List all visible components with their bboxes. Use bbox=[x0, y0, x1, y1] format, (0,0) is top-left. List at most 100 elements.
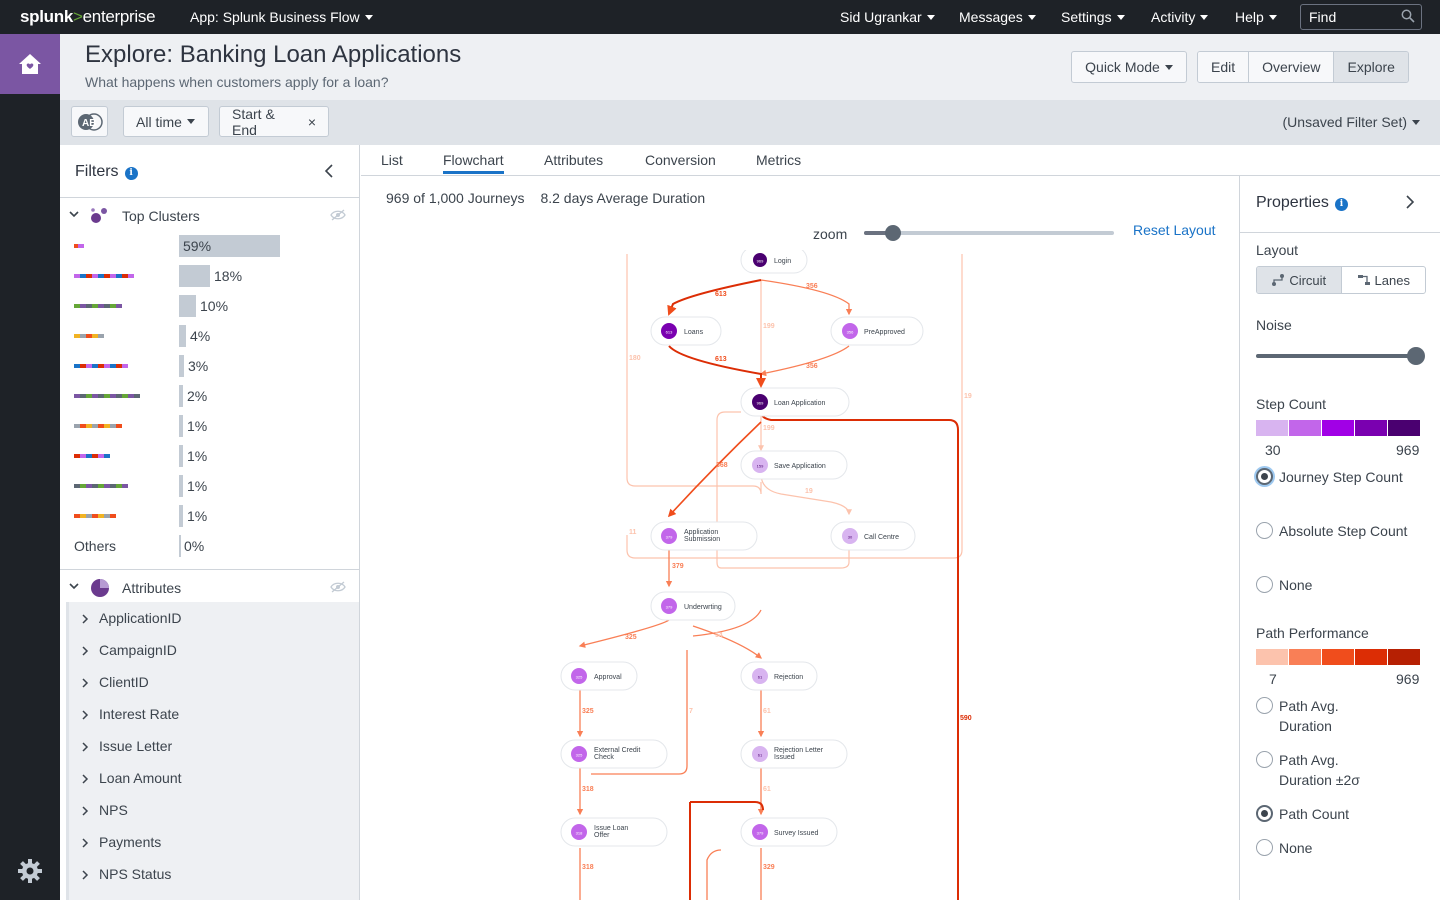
home-button[interactable] bbox=[0, 34, 60, 94]
cluster-row[interactable]: 59% bbox=[60, 231, 359, 261]
radio-path-avg-duration-2sigma[interactable]: Path Avg. Duration ±2σ bbox=[1256, 750, 1374, 790]
step-count-scale bbox=[1256, 420, 1421, 436]
flow-node-rejection[interactable]: 61 Rejection bbox=[740, 661, 818, 691]
time-range-button[interactable]: All time bbox=[123, 106, 209, 137]
tab-list[interactable]: List bbox=[381, 152, 403, 168]
top-clusters-header[interactable]: Top Clusters bbox=[60, 197, 359, 231]
gear-icon[interactable] bbox=[17, 858, 43, 884]
tab-attributes[interactable]: Attributes bbox=[544, 152, 604, 168]
find-input[interactable]: Find bbox=[1300, 4, 1422, 30]
radio-path-avg-duration[interactable]: Path Avg. Duration bbox=[1256, 696, 1359, 736]
radio-absolute-step-count[interactable]: Absolute Step Count bbox=[1256, 521, 1419, 541]
lanes-icon bbox=[1357, 275, 1370, 285]
cluster-row-others[interactable]: Others 0% bbox=[60, 531, 359, 561]
radio-path-count[interactable]: Path Count bbox=[1256, 804, 1419, 824]
radio-journey-step-count[interactable]: Journey Step Count bbox=[1256, 467, 1419, 487]
flow-node-approval[interactable]: 325 Approval bbox=[560, 661, 638, 691]
cluster-bar bbox=[179, 385, 183, 407]
splunk-logo[interactable]: splunk>enterprise bbox=[20, 7, 156, 26]
flow-node-application-submission[interactable]: 379 Application Submission bbox=[650, 521, 758, 551]
attribute-item[interactable]: Payments bbox=[69, 826, 359, 858]
zoom-handle[interactable] bbox=[885, 225, 902, 241]
cluster-row[interactable]: 1% bbox=[60, 501, 359, 531]
flow-node-issue-loan-offer[interactable]: 318 Issue Loan Offer bbox=[560, 817, 668, 847]
quick-mode-button[interactable]: Quick Mode bbox=[1071, 51, 1187, 83]
activity-menu[interactable]: Activity bbox=[1151, 9, 1209, 25]
svg-text:AB: AB bbox=[82, 118, 96, 129]
chevron-left-icon[interactable] bbox=[323, 163, 335, 179]
tab-conversion[interactable]: Conversion bbox=[645, 152, 716, 168]
edge-label: 180 bbox=[629, 355, 641, 362]
cluster-row[interactable]: 1% bbox=[60, 471, 359, 501]
ab-compare-button[interactable]: AB bbox=[71, 106, 108, 137]
help-menu[interactable]: Help bbox=[1235, 9, 1277, 25]
cluster-bar bbox=[179, 325, 186, 347]
eye-hidden-icon[interactable] bbox=[330, 581, 346, 593]
cluster-percentage: 59% bbox=[183, 238, 212, 254]
tab-metrics[interactable]: Metrics bbox=[756, 152, 802, 168]
info-icon[interactable]: i bbox=[124, 167, 138, 180]
layout-lanes-button[interactable]: Lanes bbox=[1342, 267, 1426, 293]
scale-swatch bbox=[1322, 649, 1355, 665]
info-icon[interactable]: i bbox=[1334, 198, 1348, 211]
caret-down-icon bbox=[926, 15, 935, 20]
attribute-item[interactable]: CampaignID bbox=[69, 634, 359, 666]
cluster-row[interactable]: 4% bbox=[60, 321, 359, 351]
explore-button[interactable]: Explore bbox=[1334, 52, 1408, 82]
start-end-filter-chip[interactable]: Start & End× bbox=[219, 106, 329, 138]
cluster-row[interactable]: 1% bbox=[60, 411, 359, 441]
cluster-path-strip bbox=[74, 394, 140, 398]
layout-circuit-button[interactable]: Circuit bbox=[1257, 267, 1342, 293]
cluster-row[interactable]: 3% bbox=[60, 351, 359, 381]
radio-step-none[interactable]: None bbox=[1256, 575, 1419, 595]
cluster-row[interactable]: 10% bbox=[60, 291, 359, 321]
flow-node-survey-issued[interactable]: 379 Survey Issued bbox=[740, 817, 838, 847]
noise-handle[interactable] bbox=[1407, 347, 1425, 365]
close-icon[interactable]: × bbox=[307, 113, 316, 130]
eye-hidden-icon[interactable] bbox=[330, 209, 346, 221]
flow-edge bbox=[759, 345, 850, 377]
app-menu[interactable]: App: Splunk Business Flow bbox=[190, 9, 373, 25]
flow-node-save-application[interactable]: 159 Save Application bbox=[740, 450, 848, 480]
radio-path-none[interactable]: None bbox=[1256, 838, 1419, 858]
overview-button[interactable]: Overview bbox=[1249, 52, 1335, 82]
cluster-row[interactable]: 2% bbox=[60, 381, 359, 411]
flow-node-external-credit-check[interactable]: 325 External Credit Check bbox=[560, 739, 668, 769]
flow-node-loans[interactable]: 613 Loans bbox=[650, 316, 722, 346]
chevron-right-icon[interactable] bbox=[1404, 194, 1416, 210]
flow-node-loan-application[interactable]: 969 Loan Application bbox=[740, 387, 850, 417]
noise-slider[interactable] bbox=[1256, 347, 1425, 365]
cluster-row[interactable]: 18% bbox=[60, 261, 359, 291]
attribute-item[interactable]: ClientID bbox=[69, 666, 359, 698]
attribute-item[interactable]: ApplicationID bbox=[69, 602, 359, 634]
attribute-item[interactable]: NPS Status bbox=[69, 858, 359, 890]
cluster-path-strip bbox=[74, 244, 84, 248]
attributes-header[interactable]: Attributes bbox=[60, 569, 359, 603]
flow-node-login[interactable]: 969 Login bbox=[740, 250, 808, 274]
flow-node-preapproved[interactable]: 356 PreApproved bbox=[830, 316, 924, 346]
messages-menu[interactable]: Messages bbox=[959, 9, 1036, 25]
zoom-slider[interactable] bbox=[864, 225, 1114, 241]
attribute-item[interactable]: Issue Letter bbox=[69, 730, 359, 762]
chevron-right-icon bbox=[82, 614, 89, 624]
user-menu[interactable]: Sid Ugrankar bbox=[840, 9, 935, 25]
attribute-item[interactable]: Interest Rate bbox=[69, 698, 359, 730]
filter-set-menu[interactable]: (Unsaved Filter Set) bbox=[1283, 114, 1420, 130]
reset-layout-link[interactable]: Reset Layout bbox=[1133, 222, 1216, 238]
attribute-item[interactable]: Loan Amount bbox=[69, 762, 359, 794]
cluster-bar bbox=[179, 445, 183, 467]
cluster-percentage: 10% bbox=[200, 298, 229, 314]
flowchart-canvas[interactable]: 613 356 180 199 613 356 19 199 368 19 11… bbox=[361, 250, 1239, 900]
flow-node-rejection-letter-issued[interactable]: 61 Rejection Letter Issued bbox=[740, 739, 848, 769]
flow-node-call-centre[interactable]: 30 Call Centre bbox=[830, 521, 916, 551]
svg-text:969: 969 bbox=[757, 259, 764, 264]
edit-button[interactable]: Edit bbox=[1198, 52, 1250, 82]
cluster-row[interactable]: 1% bbox=[60, 441, 359, 471]
tab-flowchart[interactable]: Flowchart bbox=[443, 152, 504, 174]
flow-node-underwriting[interactable]: 379 Underwrting bbox=[650, 591, 736, 621]
scale-swatch bbox=[1355, 649, 1388, 665]
attribute-item[interactable]: NPS bbox=[69, 794, 359, 826]
edge-label: 356 bbox=[806, 363, 818, 370]
settings-menu[interactable]: Settings bbox=[1061, 9, 1125, 25]
